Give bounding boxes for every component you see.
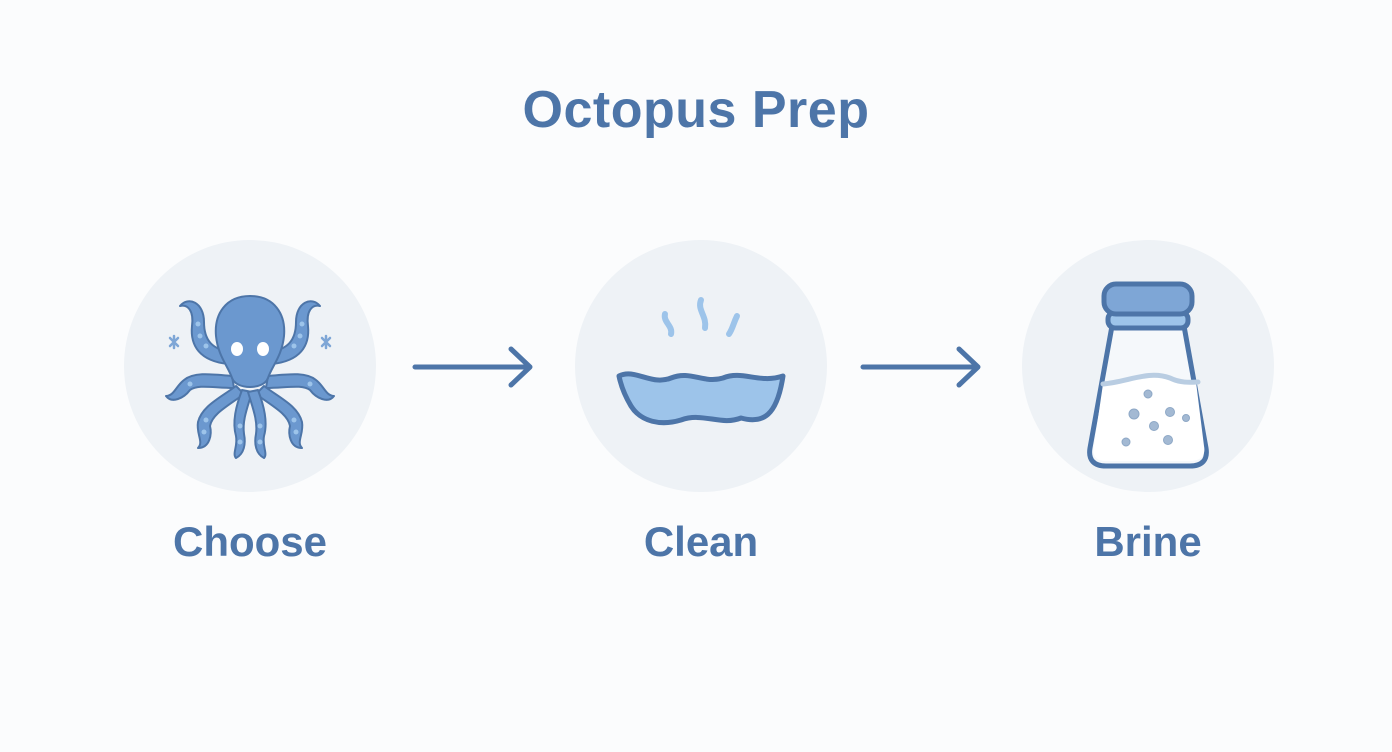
water-bowl-icon bbox=[616, 297, 786, 426]
step-label: Brine bbox=[1094, 518, 1202, 565]
arrow-right-icon bbox=[412, 346, 533, 388]
step-label: Clean bbox=[643, 518, 759, 565]
step-icon-circle bbox=[575, 240, 827, 492]
step-icon-circle bbox=[124, 240, 376, 492]
salt-shaker-icon bbox=[1087, 281, 1209, 469]
diagram-title: Octopus Prep bbox=[522, 81, 870, 139]
step-label: Choose bbox=[172, 518, 327, 565]
step-clean: Clean bbox=[575, 240, 827, 566]
arrow-right-icon bbox=[860, 346, 981, 388]
step-icon-circle bbox=[1022, 240, 1274, 492]
octopus-icon bbox=[165, 295, 335, 459]
step-brine: Brine bbox=[1022, 240, 1274, 566]
step-choose: Choose bbox=[124, 240, 376, 566]
